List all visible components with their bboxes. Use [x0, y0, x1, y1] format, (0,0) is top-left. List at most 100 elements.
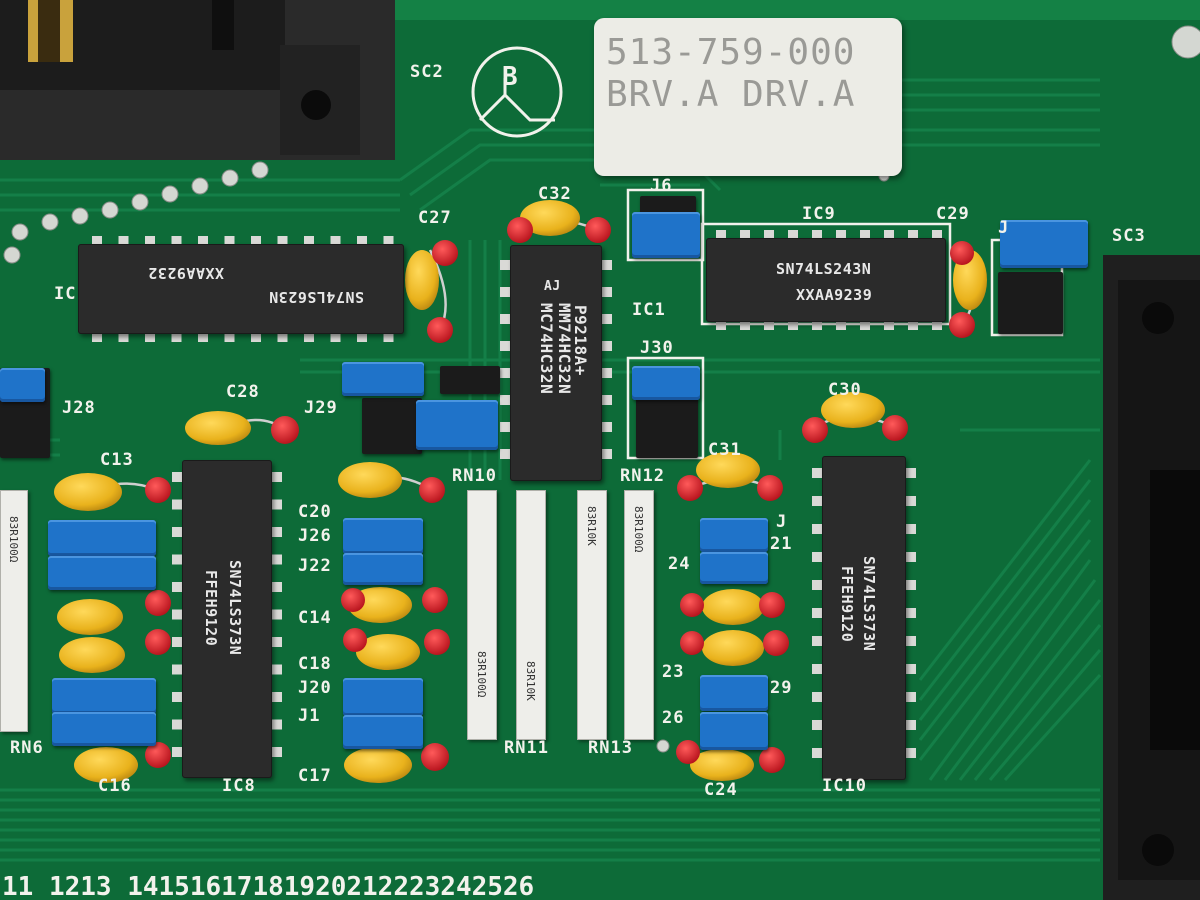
ic-pin [602, 368, 612, 378]
silk-j23: 23 [662, 662, 685, 682]
ic-part-number: SN74LS623N [268, 288, 364, 306]
ic-pin [602, 449, 612, 459]
ic-pin [172, 582, 182, 592]
ic-pin [500, 287, 510, 297]
ic-pin [860, 230, 870, 240]
ic-pin [788, 230, 798, 240]
ic-pin [602, 341, 612, 351]
silk-c28: C28 [226, 382, 260, 402]
ic-pin [908, 320, 918, 330]
ic-pin [884, 230, 894, 240]
ic-pin [272, 527, 282, 537]
jumper-j6 [632, 212, 700, 258]
ic-pin [357, 236, 367, 246]
ic-pin [272, 719, 282, 730]
resistor-network-value: 83R10K [524, 661, 537, 701]
ic-pin [277, 332, 288, 342]
ic-pin [906, 636, 916, 646]
ic8-sn74ls373n: SN74LS373N FFEH9120 [182, 460, 272, 778]
ic-pin [788, 320, 798, 330]
ic-pin [500, 422, 510, 432]
ic-pin [383, 236, 394, 246]
ic-pin [272, 472, 282, 482]
resistor-network-rn13: 83R100Ω [624, 490, 654, 740]
ic-pin [272, 747, 282, 757]
ic-part-number: MM74HC32N [555, 303, 574, 395]
ic-pin [906, 720, 916, 730]
ic-pin [500, 314, 510, 324]
ic-pin [812, 496, 822, 506]
ic-pin [906, 692, 916, 702]
jumper-right-1 [700, 518, 768, 552]
silk-ic1: IC1 [632, 300, 666, 320]
ic-pin [908, 230, 918, 240]
ic-pin [304, 332, 314, 342]
silk-n21: 21 [770, 534, 793, 554]
ic-pin [602, 314, 612, 324]
ic-pin [198, 332, 208, 342]
ic-pin [118, 236, 129, 246]
silk-rn6: RN6 [10, 738, 44, 758]
silk-c27: C27 [418, 208, 452, 228]
ic-date-code: FFEH9120 [202, 570, 220, 647]
ic-pin [812, 468, 822, 478]
ic-pin [145, 236, 155, 246]
resistor-network-rn-far-left: 83R100Ω [0, 490, 28, 732]
ic-pin [330, 332, 341, 342]
resistor-network-value: 83R10K [585, 506, 598, 546]
jumper-j-top-right [1000, 220, 1088, 268]
ic-pin [764, 230, 774, 240]
ic-pin [172, 719, 182, 730]
silk-c32: C32 [538, 184, 572, 204]
ic-pin [224, 332, 235, 342]
ic-pin [906, 468, 916, 478]
ic-pin [500, 368, 510, 378]
ic-pin [172, 499, 182, 510]
silk-ic9: IC9 [802, 204, 836, 224]
silk-ic-partial: IC [54, 284, 77, 304]
ic-pin [602, 422, 612, 432]
jumper-left-3 [52, 678, 156, 714]
ic-pin [906, 664, 916, 674]
pin-header-j30 [636, 398, 698, 458]
silk-ic8: IC8 [222, 776, 256, 796]
ic-pin [812, 636, 822, 646]
ic-pin [906, 608, 916, 618]
silk-j24: 24 [668, 554, 691, 574]
ic-pin [906, 552, 916, 562]
ic-pin [92, 332, 102, 342]
ic-pin [330, 236, 341, 246]
silk-j28: J28 [62, 398, 96, 418]
ic-pin [145, 332, 155, 342]
part-number-label: 513-759-000 BRV.A DRV.A [594, 18, 902, 176]
ic-pin [500, 341, 510, 351]
ic-pin [812, 664, 822, 674]
pin-header-j29 [362, 398, 422, 454]
silk-sc3: SC3 [1112, 226, 1146, 246]
ic-pin [812, 580, 822, 590]
silk-rn13: RN13 [588, 738, 633, 758]
ic-pin [500, 449, 510, 459]
ic-pin [224, 236, 235, 246]
jumper-j29b [416, 400, 498, 450]
ic-pin [906, 496, 916, 506]
ic-pin [500, 260, 510, 270]
ic-pin [812, 720, 822, 730]
resistor-network-value: 83R100Ω [7, 516, 20, 563]
ic-pins [92, 230, 942, 758]
silk-j26: 26 [662, 708, 685, 728]
silk-c30: C30 [828, 380, 862, 400]
ic-part-number: SN74LS373N [226, 560, 244, 656]
resistor-network-rn11: 83R10K [516, 490, 546, 740]
silk-c20: C20 [298, 502, 332, 522]
ic-pin [860, 320, 870, 330]
ic-pin [812, 230, 822, 240]
ic-pin [272, 692, 282, 702]
silk-j22: J22 [298, 556, 332, 576]
silk-c24: C24 [704, 780, 738, 800]
jumper-mid-4 [343, 715, 423, 749]
ic-pin [932, 320, 942, 330]
silk-c13: C13 [100, 450, 134, 470]
ic10-sn74ls373n: SN74LS373N FFEH9120 [822, 456, 906, 780]
ic-pin [172, 554, 182, 565]
